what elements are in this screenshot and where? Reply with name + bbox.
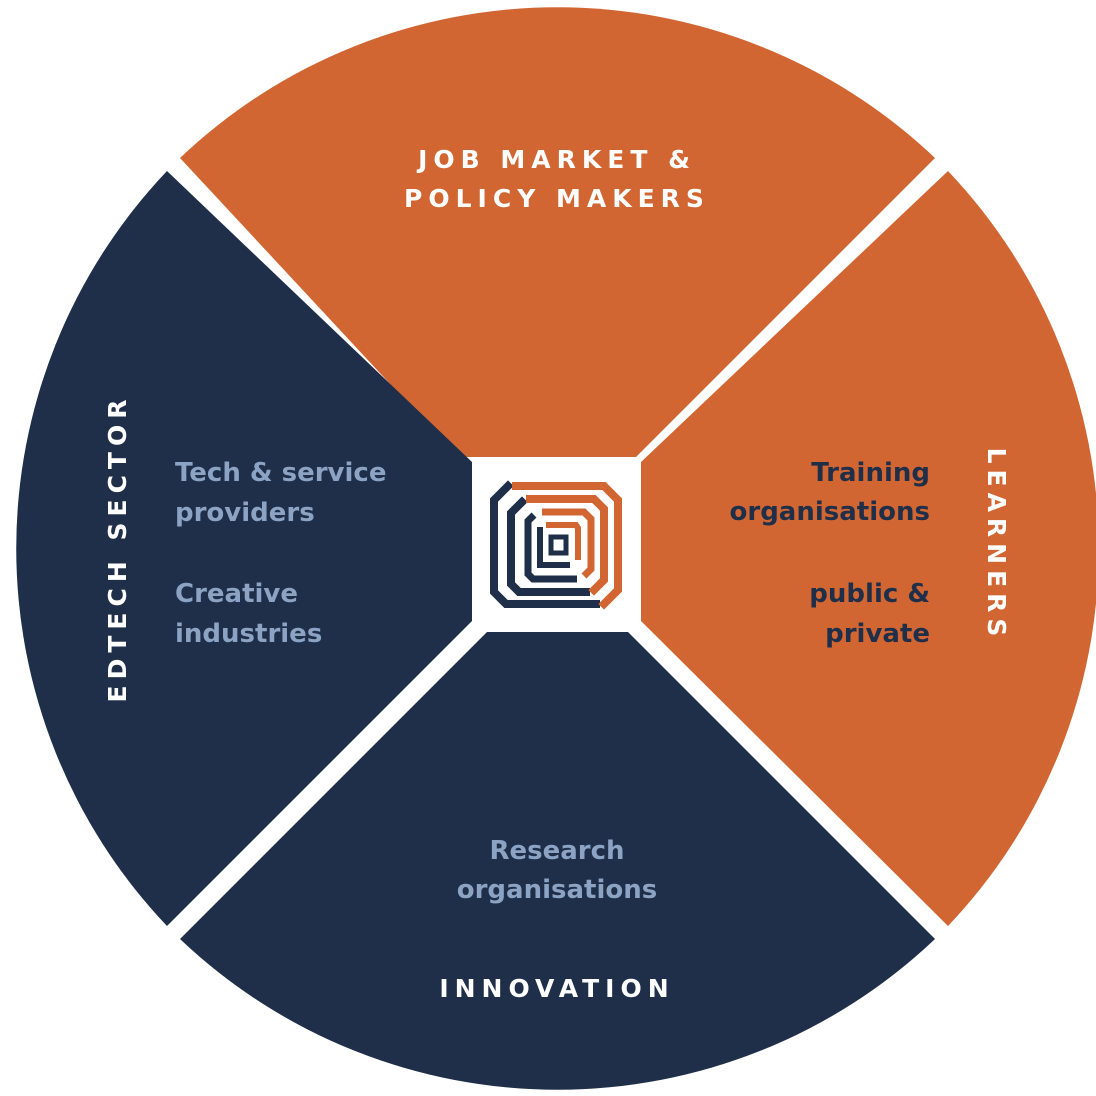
quadrant-top-title-line-2: POLICY MAKERS bbox=[404, 184, 710, 213]
bottom-item-research-organisations-line-1: Research bbox=[489, 836, 624, 866]
right-item-public-private-line-1: public & bbox=[809, 579, 930, 609]
quadrant-bottom-wedge bbox=[180, 632, 935, 1090]
right-item-training-organisations-line-1: Training bbox=[811, 458, 930, 488]
bottom-item-research-organisations-line-2: organisations bbox=[457, 875, 657, 905]
concentric-square-logo-icon bbox=[490, 480, 622, 610]
quadrant-left-wedge bbox=[16, 171, 472, 926]
left-item-creative-industries-line-2: industries bbox=[175, 619, 322, 649]
quadrant-right-wedge bbox=[641, 171, 1096, 926]
quadrant-top-title-line-1: JOB MARKET & bbox=[416, 145, 696, 174]
left-item-tech-providers-line-2: providers bbox=[175, 498, 315, 528]
left-item-tech-providers-line-1: Tech & service bbox=[175, 458, 386, 488]
quadrant-top-wedge bbox=[180, 7, 935, 457]
quadrant-left-title: EDTECH SECTOR bbox=[103, 394, 132, 703]
quadrant-right-title: LEARNERS bbox=[982, 448, 1011, 643]
quadrant-bottom-title: INNOVATION bbox=[439, 974, 674, 1003]
left-item-creative-industries-line-1: Creative bbox=[175, 579, 298, 609]
right-item-training-organisations-line-2: organisations bbox=[730, 497, 930, 527]
right-item-public-private-line-2: private bbox=[825, 619, 930, 649]
